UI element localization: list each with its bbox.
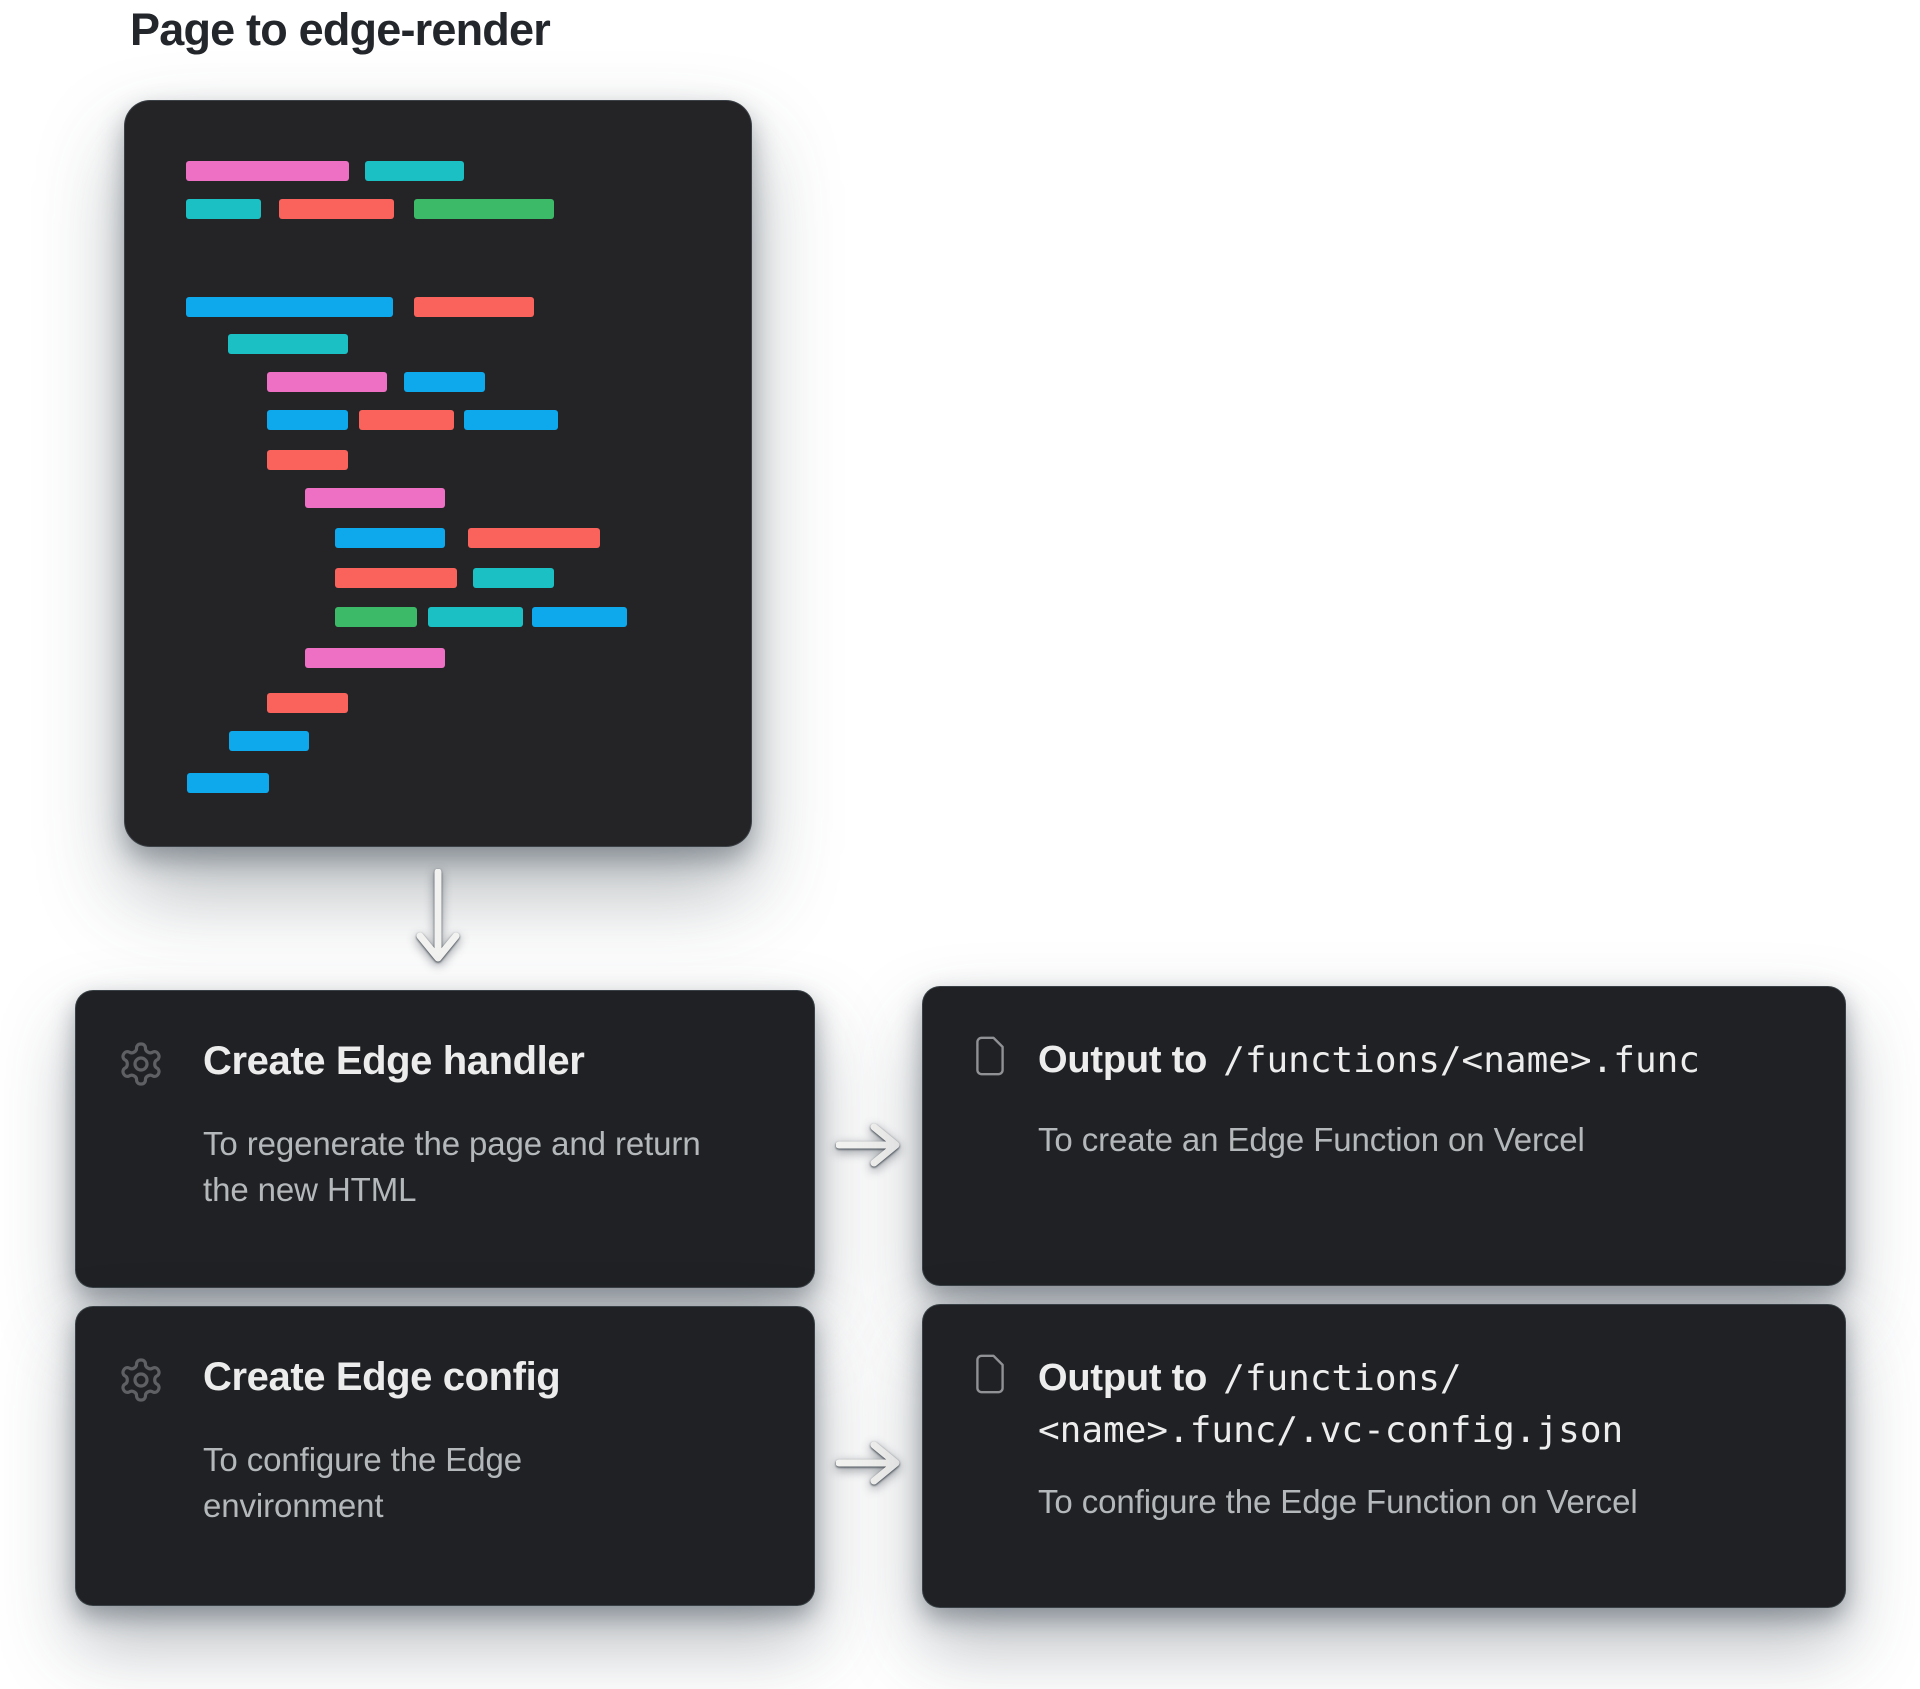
arrow-right-icon (836, 1441, 900, 1485)
code-line-bar (404, 372, 485, 392)
code-line-bar (414, 297, 534, 317)
code-line-bar (186, 297, 393, 317)
code-line-bar (335, 568, 457, 588)
card-description: To configure the Edge environment (203, 1441, 522, 1524)
code-line-bar (267, 410, 348, 430)
card-text: Output to/functions/<name>.func To creat… (1038, 1033, 1801, 1163)
code-line-bar (532, 607, 627, 627)
title-prefix: Output to (1038, 1039, 1208, 1081)
code-line-bar (228, 334, 348, 354)
code-line-bar (267, 693, 348, 713)
code-line-bar (473, 568, 554, 588)
code-line-bar (464, 410, 558, 430)
title-path-line-1: /functions/ (1223, 1358, 1462, 1399)
code-line-bar (186, 161, 349, 181)
code-line-bar (414, 199, 554, 219)
card-description: To create an Edge Function on Vercel (1038, 1121, 1585, 1159)
code-line-bar (359, 410, 454, 430)
card-text: Create Edge handler To regenerate the pa… (203, 1037, 774, 1212)
code-line-bar (428, 607, 523, 627)
code-line-bar (229, 731, 309, 751)
file-icon (973, 1353, 1007, 1400)
title-path: /functions/<name>.func (1223, 1040, 1700, 1081)
arrow-right-icon (836, 1123, 900, 1167)
file-icon (973, 1035, 1007, 1082)
arrow-down-icon (416, 869, 460, 962)
code-line-bar (335, 607, 417, 627)
title-path-line-2: <name>.func/.vc-config.json (1038, 1410, 1624, 1452)
title-prefix: Output to (1038, 1357, 1208, 1399)
code-line-bar (187, 773, 269, 793)
code-line-bar (305, 648, 445, 668)
card-create-edge-handler: Create Edge handler To regenerate the pa… (75, 990, 815, 1288)
card-description: To regenerate the page and return the ne… (203, 1125, 701, 1208)
code-line-bar (365, 161, 464, 181)
card-title: Output to/functions/<name>.func (1038, 1033, 1801, 1087)
card-create-edge-config: Create Edge config To configure the Edge… (75, 1306, 815, 1606)
card-output-func: Output to/functions/<name>.func To creat… (922, 986, 1846, 1286)
card-title: Output to/functions/ <name>.func/.vc-con… (1038, 1351, 1801, 1457)
gear-icon (117, 1356, 165, 1409)
code-page-panel (124, 100, 752, 847)
gear-icon (117, 1040, 165, 1093)
code-line-bar (267, 372, 387, 392)
code-line-bar (279, 199, 394, 219)
card-description: To configure the Edge Function on Vercel (1038, 1482, 1638, 1520)
card-title: Create Edge config (203, 1355, 561, 1399)
code-line-bar (335, 528, 445, 548)
code-line-bar (305, 488, 445, 508)
card-text: Output to/functions/ <name>.func/.vc-con… (1038, 1351, 1801, 1524)
page-title: Page to edge-render (130, 4, 551, 55)
code-line-bar (186, 199, 261, 219)
code-line-bar (468, 528, 600, 548)
card-output-vc-config: Output to/functions/ <name>.func/.vc-con… (922, 1304, 1846, 1608)
card-title: Create Edge handler (203, 1039, 585, 1083)
title-line-1: Output to/functions/ (1038, 1351, 1801, 1405)
card-text: Create Edge config To configure the Edge… (203, 1353, 774, 1528)
code-line-bar (267, 450, 348, 470)
